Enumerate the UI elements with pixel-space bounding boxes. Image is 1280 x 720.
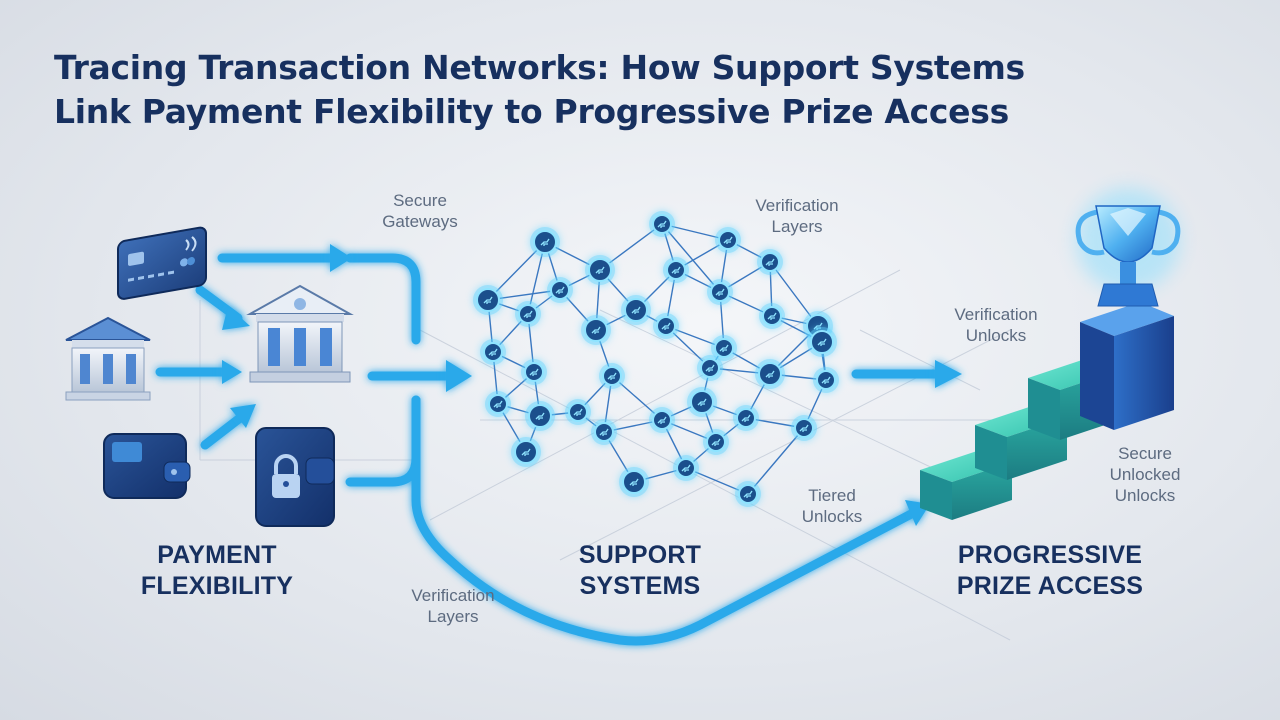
secure-wallet-lock-icon bbox=[255, 427, 335, 527]
support-label-line-1: SUPPORT bbox=[578, 541, 702, 569]
network-node-icon bbox=[473, 285, 503, 315]
annotation-verification-layers-top: Verification Layers bbox=[730, 195, 864, 237]
annotation-line: Secure bbox=[393, 191, 447, 210]
network-node-icon bbox=[581, 315, 611, 345]
annotation-secure-unlocked: Secure Unlocked Unlocks bbox=[1090, 443, 1200, 506]
stair-step-block-icon bbox=[920, 450, 1012, 520]
prize-staircase bbox=[920, 188, 1181, 520]
prize-label-line-2: PRIZE ACCESS bbox=[956, 572, 1144, 600]
annotation-line: Verification bbox=[954, 305, 1038, 324]
network-node-icon bbox=[697, 355, 723, 381]
prize-label-line-1: PROGRESSIVE bbox=[957, 541, 1143, 569]
network-node-icon bbox=[521, 359, 547, 385]
annotation-line: Layers bbox=[427, 607, 479, 626]
network-node-icon bbox=[547, 277, 573, 303]
network-node-icon bbox=[755, 359, 785, 389]
title-line-1: Tracing Transaction Networks: How Suppor… bbox=[54, 48, 1025, 87]
network-node-icon bbox=[565, 399, 591, 425]
network-node-icon bbox=[733, 405, 759, 431]
tiered-unlock-path bbox=[411, 395, 920, 646]
network-node-icon bbox=[480, 339, 506, 365]
network-node-icon bbox=[585, 255, 615, 285]
network-node-icon bbox=[757, 249, 783, 275]
credit-card-icon bbox=[117, 226, 207, 300]
network-node-icon bbox=[530, 227, 560, 257]
annotation-line: Verification bbox=[411, 586, 495, 605]
arrowhead-wallet-bank bbox=[230, 404, 256, 428]
network-node-icon bbox=[599, 363, 625, 389]
network-node-icon bbox=[653, 313, 679, 339]
central-bank-icon bbox=[246, 284, 354, 383]
network-node-icon bbox=[807, 327, 837, 357]
annotation-line: Verification bbox=[755, 196, 839, 215]
network-node-icon bbox=[591, 419, 617, 445]
wallet-to-bank-arrow bbox=[200, 413, 245, 450]
network-node-icon bbox=[791, 415, 817, 441]
bank-icon bbox=[65, 316, 151, 401]
annotation-line: Layers bbox=[771, 217, 823, 236]
annotation-line: Tiered bbox=[808, 486, 856, 505]
network-node-icon bbox=[619, 467, 649, 497]
network-node-icon bbox=[525, 401, 555, 431]
annotation-verification-layers-bottom: Verification Layers bbox=[388, 585, 518, 627]
network-node-icon bbox=[649, 211, 675, 237]
annotation-secure-gateways: Secure Gateways bbox=[360, 190, 480, 232]
payment-label-line-2: FLEXIBILITY bbox=[140, 572, 294, 600]
support-systems-label: SUPPORT SYSTEMS bbox=[540, 540, 740, 602]
annotation-line: Unlocked bbox=[1109, 465, 1181, 484]
network-node-icon bbox=[703, 429, 729, 455]
flow-arrows bbox=[155, 253, 940, 646]
arrowhead-card-bank bbox=[222, 306, 250, 330]
annotation-line: Gateways bbox=[382, 212, 458, 231]
arrowhead-network bbox=[446, 360, 472, 392]
network-node-icon bbox=[515, 301, 541, 327]
network-node-icon bbox=[735, 481, 761, 507]
support-label-line-2: SYSTEMS bbox=[579, 572, 701, 600]
support-network bbox=[473, 211, 839, 507]
network-node-icon bbox=[511, 437, 541, 467]
annotation-tiered-unlocks: Tiered Unlocks bbox=[782, 485, 882, 527]
payment-flexibility-label: PAYMENT FLEXIBILITY bbox=[112, 540, 322, 602]
annotation-line: Unlocks bbox=[965, 326, 1027, 345]
network-node-icon bbox=[711, 335, 737, 361]
network-node-icon bbox=[759, 303, 785, 329]
arrowhead-top bbox=[330, 244, 352, 272]
annotation-line: Unlocks bbox=[1114, 486, 1176, 505]
wallet-icon bbox=[103, 433, 191, 499]
network-node-icon bbox=[715, 227, 741, 253]
gateway-lower-path bbox=[345, 395, 421, 487]
payment-label-line-1: PAYMENT bbox=[157, 541, 277, 569]
annotation-line: Unlocks bbox=[801, 507, 863, 526]
network-node-icon bbox=[649, 407, 675, 433]
network-link bbox=[661, 223, 721, 293]
gateway-upper-path bbox=[345, 253, 421, 345]
trophy-icon bbox=[1075, 188, 1181, 307]
network-node-icon bbox=[813, 367, 839, 393]
progressive-prize-access-label: PROGRESSIVE PRIZE ACCESS bbox=[930, 540, 1170, 602]
title-line-2: Link Payment Flexibility to Progressive … bbox=[54, 92, 1009, 131]
annotation-line: Secure bbox=[1118, 444, 1172, 463]
page-title: Tracing Transaction Networks: How Suppor… bbox=[54, 46, 1025, 134]
network-node-icon bbox=[673, 455, 699, 481]
network-node-icon bbox=[621, 295, 651, 325]
network-link bbox=[747, 427, 805, 495]
network-node-icon bbox=[663, 257, 689, 283]
arrowhead-prize bbox=[935, 360, 962, 388]
network-node-icon bbox=[707, 279, 733, 305]
arrowhead-bank-center bbox=[222, 360, 242, 384]
annotation-verification-unlocks: Verification Unlocks bbox=[928, 304, 1064, 346]
network-node-icon bbox=[485, 391, 511, 417]
trophy-pillar bbox=[1080, 302, 1174, 430]
network-node-icon bbox=[687, 387, 717, 417]
